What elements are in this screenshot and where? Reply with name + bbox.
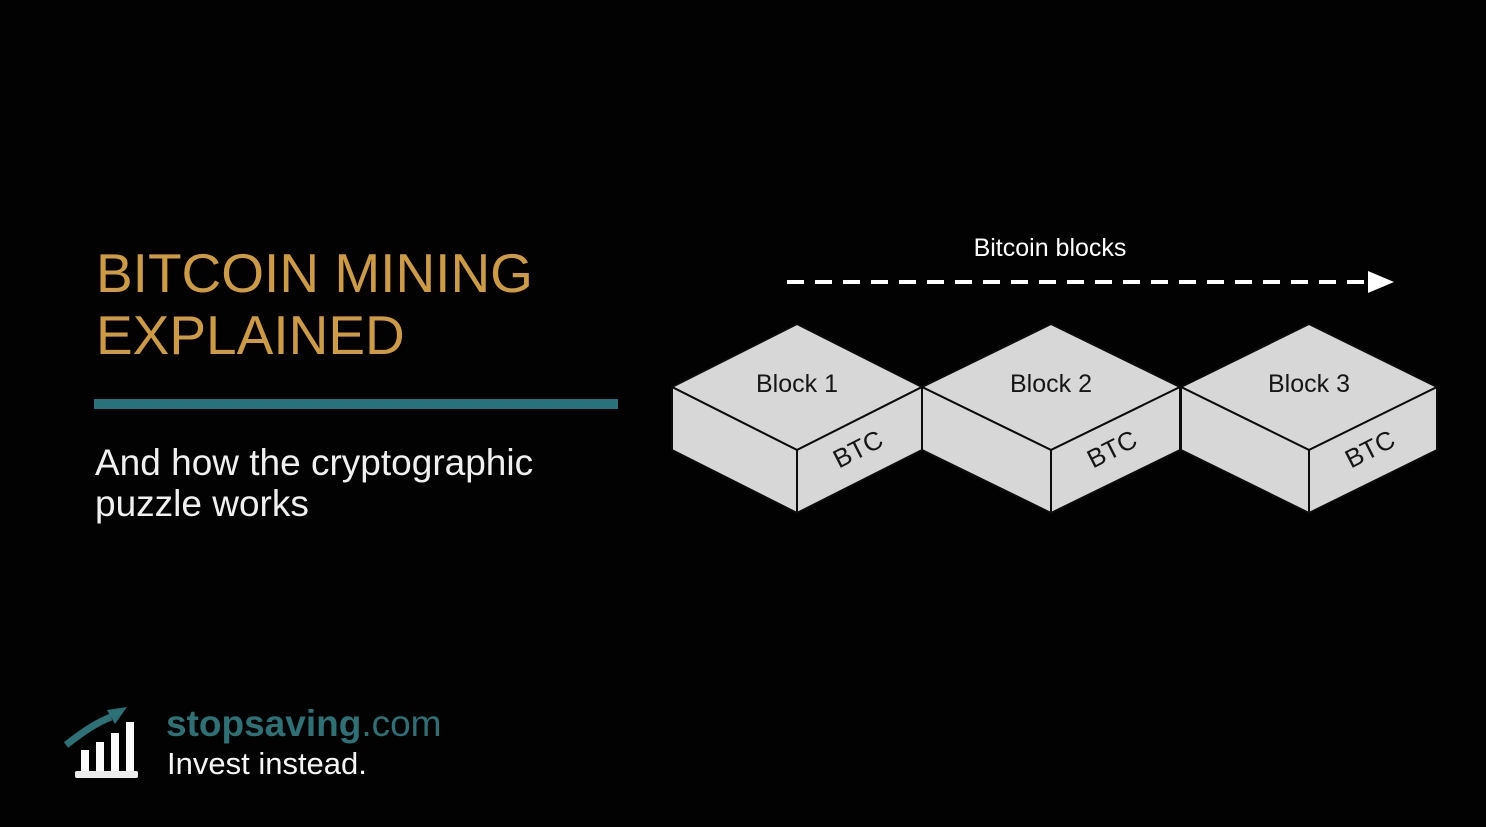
block-label: Block 2 — [1010, 370, 1092, 398]
logo-arrowhead — [107, 707, 127, 724]
dashed-flow-arrow — [787, 271, 1394, 293]
logo-base — [75, 771, 138, 778]
brand-name: stopsaving.com — [166, 704, 442, 744]
block-label: Block 1 — [756, 370, 838, 398]
arrowhead-icon — [1368, 271, 1394, 293]
brand-tagline: Invest instead. — [167, 746, 367, 781]
diagram-caption: Bitcoin blocks — [974, 234, 1127, 262]
bitcoin-blocks-diagram: Bitcoin blocks Block 1 BTC Block 2 BTC — [671, 234, 1438, 514]
block-right-face — [1308, 386, 1438, 514]
title-line: BITCOIN MINING — [96, 242, 533, 304]
block-1: Block 1 BTC — [671, 323, 923, 514]
logo-bar — [126, 722, 134, 771]
slide-title: BITCOIN MINING EXPLAINED — [96, 242, 533, 366]
block-label: Block 3 — [1268, 370, 1350, 398]
block-2: Block 2 BTC — [921, 323, 1181, 514]
logo-bar — [111, 733, 119, 771]
slide-subtitle: And how the cryptographic puzzle works — [95, 442, 534, 524]
block-3: Block 3 BTC — [1180, 323, 1438, 514]
title-line: EXPLAINED — [96, 304, 405, 366]
title-underline — [94, 399, 618, 409]
brand-name-main: stopsaving — [166, 703, 362, 744]
logo-arrow-swoosh — [63, 713, 113, 748]
brand-domain-suffix: .com — [361, 703, 442, 744]
logo-bar — [81, 750, 89, 771]
bar-chart-growth-icon — [63, 707, 138, 778]
logo-bar — [96, 742, 104, 771]
